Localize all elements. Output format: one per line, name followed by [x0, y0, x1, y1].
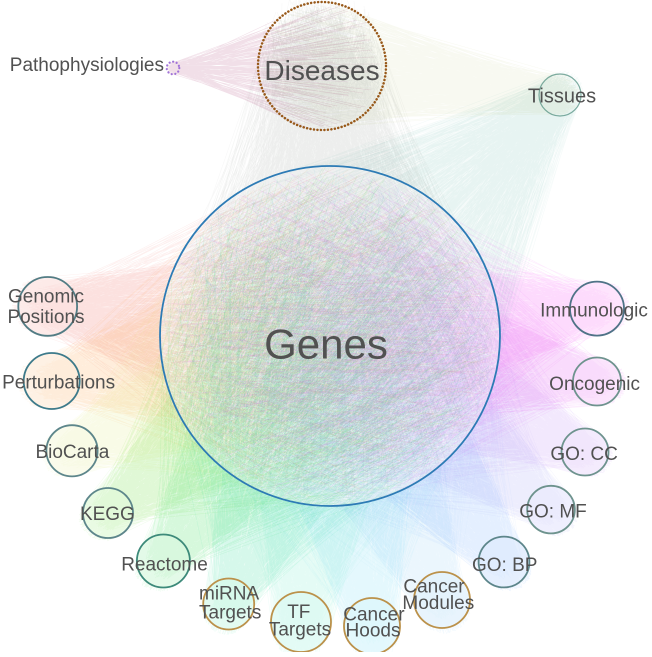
- svg-text:Genomic: Genomic: [8, 287, 84, 308]
- svg-text:Oncogenic: Oncogenic: [549, 374, 640, 395]
- svg-text:Hoods: Hoods: [346, 621, 401, 642]
- svg-text:Positions: Positions: [7, 307, 84, 328]
- svg-text:GO: BP: GO: BP: [472, 555, 537, 576]
- svg-text:miRNA: miRNA: [199, 584, 259, 605]
- svg-text:TF: TF: [287, 602, 310, 623]
- svg-text:Reactome: Reactome: [121, 555, 208, 576]
- svg-text:GO: MF: GO: MF: [519, 502, 587, 523]
- svg-text:Diseases: Diseases: [264, 55, 379, 86]
- svg-text:KEGG: KEGG: [80, 504, 135, 525]
- svg-text:Perturbations: Perturbations: [2, 373, 115, 394]
- svg-text:Cancer: Cancer: [403, 576, 465, 597]
- svg-text:Targets: Targets: [269, 619, 331, 640]
- svg-text:GO: CC: GO: CC: [550, 444, 618, 465]
- svg-text:Targets: Targets: [199, 602, 261, 623]
- svg-text:Cancer: Cancer: [343, 604, 405, 625]
- svg-text:BioCarta: BioCarta: [35, 442, 109, 463]
- svg-text:Modules: Modules: [402, 593, 474, 614]
- svg-text:Tissues: Tissues: [528, 86, 596, 108]
- svg-text:Genes: Genes: [264, 321, 388, 368]
- svg-text:Immunologic: Immunologic: [540, 301, 648, 322]
- svg-text:Pathophysiologies: Pathophysiologies: [10, 55, 164, 76]
